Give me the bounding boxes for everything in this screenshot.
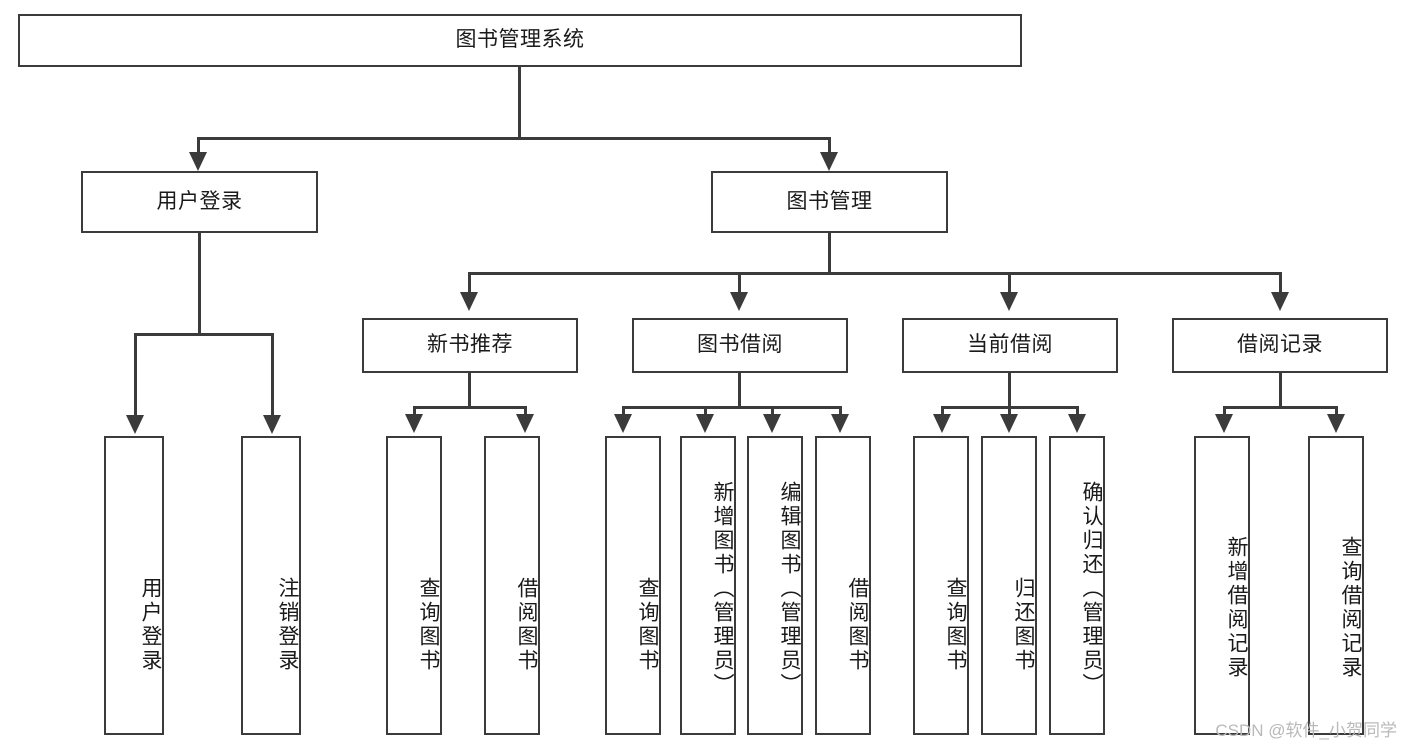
leaf-user-login-logout[interactable]: 注销登录 — [241, 436, 301, 735]
node-label: 查询图书 — [944, 576, 967, 673]
connector-borrow-record-leaf-1 — [1223, 406, 1226, 419]
node-label: 归还图书 — [1012, 576, 1035, 673]
connector-bm-to-borrow-record — [1279, 272, 1282, 297]
arrowhead-borrow-record-leaf-1 — [1215, 414, 1233, 433]
arrowhead-book-borrow-leaf-3 — [763, 414, 781, 433]
node-label: 查询图书 — [417, 576, 440, 673]
node-label: 查询图书 — [636, 576, 659, 673]
node-label: 图书管理 — [786, 189, 873, 213]
node-label: 借阅图书 — [515, 576, 538, 673]
node-book-management[interactable]: 图书管理 — [711, 171, 948, 233]
leaf-new-book-borrow-book[interactable]: 借阅图书 — [484, 436, 540, 735]
leaf-book-borrow-query-book[interactable]: 查询图书 — [605, 436, 661, 735]
connector-book-borrow-leaf-2 — [704, 406, 707, 419]
node-new-book-recommend[interactable]: 新书推荐 — [362, 318, 578, 373]
connector-current-borrow-leaf-1 — [941, 406, 944, 419]
connector-user-login-to-leaf-1 — [134, 333, 137, 420]
connector-root-to-user-login — [197, 137, 200, 157]
arrowhead-book-borrow-leaf-2 — [696, 414, 714, 433]
node-current-borrow[interactable]: 当前借阅 — [902, 318, 1118, 373]
leaf-current-borrow-confirm-return-admin[interactable]: 确认归还（管理员） — [1049, 436, 1105, 735]
arrowhead-new-book-leaf-2 — [516, 414, 534, 433]
node-label: 新书推荐 — [427, 333, 513, 357]
leaf-new-book-query-book[interactable]: 查询图书 — [386, 436, 442, 735]
connector-user-login-stem — [198, 233, 201, 335]
arrowhead-new-book-leaf-1 — [405, 414, 423, 433]
leaf-book-borrow-edit-book-admin[interactable]: 编辑图书（管理员） — [747, 436, 803, 735]
node-label: 新增图书（管理员） — [711, 480, 734, 697]
node-label: 编辑图书（管理员） — [778, 480, 801, 697]
leaf-current-borrow-query-book[interactable]: 查询图书 — [913, 436, 969, 735]
connector-book-borrow-bar — [622, 406, 842, 409]
connector-book-borrow-stem — [738, 373, 741, 409]
arrowhead-book-borrow-leaf-4 — [831, 414, 849, 433]
node-book-borrow[interactable]: 图书借阅 — [632, 318, 848, 373]
node-user-login[interactable]: 用户登录 — [81, 171, 318, 233]
connector-new-book-stem — [468, 373, 471, 409]
connector-root-stem — [518, 67, 521, 139]
connector-new-book-leaf-1 — [413, 406, 416, 419]
leaf-current-borrow-return-book[interactable]: 归还图书 — [981, 436, 1037, 735]
arrowhead-bm-to-current-borrow — [1000, 292, 1018, 311]
arrowhead-current-borrow-leaf-2 — [1000, 414, 1018, 433]
node-label: 查询借阅记录 — [1339, 535, 1362, 680]
node-label: 图书借阅 — [697, 333, 783, 357]
connector-current-borrow-leaf-3 — [1076, 406, 1079, 419]
leaf-user-login-login[interactable]: 用户登录 — [104, 436, 164, 735]
connector-bm-to-new-book — [468, 272, 471, 297]
node-root-book-management-system[interactable]: 图书管理系统 — [18, 14, 1022, 67]
connector-bm-to-book-borrow — [738, 272, 741, 297]
connector-user-login-bar — [134, 333, 273, 336]
arrowhead-bm-to-book-borrow — [730, 292, 748, 311]
node-label: 图书管理系统 — [455, 28, 585, 52]
connector-book-borrow-leaf-1 — [622, 406, 625, 419]
connector-book-borrow-leaf-3 — [771, 406, 774, 419]
arrowhead-borrow-record-leaf-2 — [1327, 414, 1345, 433]
node-label: 借阅记录 — [1237, 333, 1323, 357]
arrowhead-user-login-leaf-1 — [126, 415, 144, 434]
connector-book-borrow-leaf-4 — [839, 406, 842, 419]
node-label: 确认归还（管理员） — [1080, 480, 1103, 697]
node-label: 当前借阅 — [967, 333, 1053, 357]
connector-book-management-stem — [828, 233, 831, 275]
arrowhead-bm-to-new-book — [460, 292, 478, 311]
node-label: 用户登录 — [156, 189, 243, 213]
node-label: 注销登录 — [276, 576, 299, 673]
connector-borrow-record-leaf-2 — [1335, 406, 1338, 419]
arrowhead-current-borrow-leaf-1 — [933, 414, 951, 433]
node-label: 借阅图书 — [846, 576, 869, 673]
leaf-book-borrow-borrow-book[interactable]: 借阅图书 — [815, 436, 871, 735]
connector-current-borrow-stem — [1008, 373, 1011, 409]
connector-current-borrow-leaf-2 — [1008, 406, 1011, 419]
connector-borrow-record-stem — [1279, 373, 1282, 409]
connector-new-book-bar — [413, 406, 526, 409]
node-borrow-record[interactable]: 借阅记录 — [1172, 318, 1388, 373]
connector-root-to-book-management — [828, 137, 831, 157]
node-label: 用户登录 — [139, 576, 162, 673]
arrowhead-root-to-book-management — [820, 152, 838, 171]
connector-root-bar — [197, 137, 831, 140]
connector-user-login-to-leaf-2 — [271, 333, 274, 420]
leaf-borrow-record-add-record[interactable]: 新增借阅记录 — [1194, 436, 1250, 735]
connector-bm-to-current-borrow — [1008, 272, 1011, 297]
leaf-borrow-record-query-record[interactable]: 查询借阅记录 — [1308, 436, 1364, 735]
connector-borrow-record-bar — [1223, 406, 1337, 409]
arrowhead-current-borrow-leaf-3 — [1068, 414, 1086, 433]
arrowhead-bm-to-borrow-record — [1271, 292, 1289, 311]
connector-new-book-leaf-2 — [524, 406, 527, 419]
arrowhead-book-borrow-leaf-1 — [614, 414, 632, 433]
node-label: 新增借阅记录 — [1225, 535, 1248, 680]
arrowhead-user-login-leaf-2 — [263, 415, 281, 434]
arrowhead-root-to-user-login — [189, 152, 207, 171]
connector-book-management-bar — [468, 272, 1282, 275]
leaf-book-borrow-add-book-admin[interactable]: 新增图书（管理员） — [680, 436, 736, 735]
